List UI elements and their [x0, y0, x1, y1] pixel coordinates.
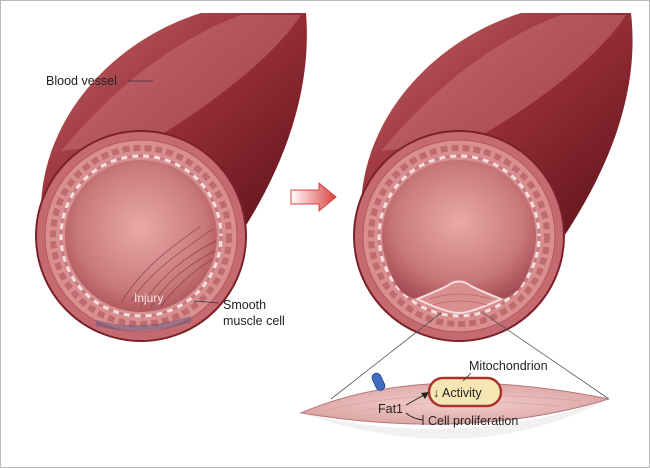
fat1-label: Fat1	[378, 402, 403, 416]
fat1-protein-icon	[371, 372, 386, 391]
zoom-lines	[330, 312, 610, 400]
injury-marks	[120, 225, 217, 308]
activation-arrow	[405, 392, 429, 406]
activity-label: ↓ Activity	[433, 386, 482, 400]
right-blood-vessel	[353, 13, 633, 342]
injury-label: Injury	[134, 291, 163, 305]
left-blood-vessel: Injury	[35, 13, 307, 342]
left-lumen	[65, 160, 217, 312]
mitochondrion-label: Mitochondrion	[469, 359, 548, 373]
inhibition-arrow	[405, 412, 424, 425]
cell-proliferation-label: Cell proliferation	[428, 414, 518, 428]
smooth-muscle-label-line2: muscle cell	[223, 314, 285, 328]
smooth-muscle-label-line1: Smooth	[223, 298, 266, 312]
progression-arrow	[290, 181, 337, 213]
neointima-bulge	[414, 280, 504, 315]
right-lumen-narrowed	[382, 159, 536, 299]
blood-vessel-label: Blood vessel	[46, 74, 117, 88]
